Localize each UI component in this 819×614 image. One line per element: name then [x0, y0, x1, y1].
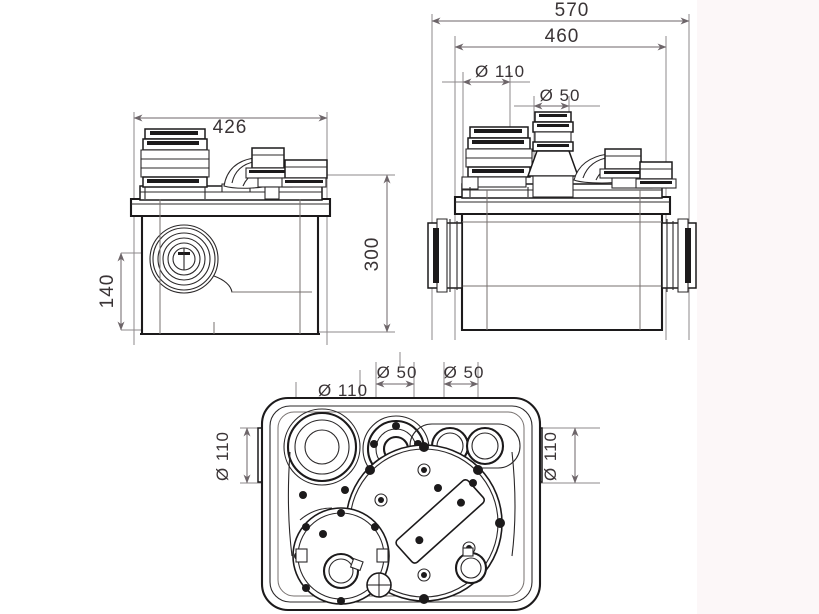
- dimension-426-label: 426: [213, 117, 248, 138]
- dimension-d110-plan-left-label: Ø 110: [213, 431, 232, 481]
- dimension-d50-plan-a: Ø 50: [375, 363, 418, 388]
- front-hidden-lines: [486, 190, 641, 330]
- front-vent-stack: [461, 126, 533, 197]
- dimension-140: 140: [97, 252, 125, 331]
- front-hose-assembly: [573, 148, 677, 189]
- front-inlet-left: [427, 218, 463, 293]
- dimension-d50-plan-b: Ø 50: [443, 363, 485, 388]
- dimension-570: 570: [431, 0, 690, 25]
- dimension-d110-front: Ø 110: [462, 62, 525, 86]
- front-inlet-right: [661, 218, 697, 293]
- dimension-d50-plan-a-label: Ø 50: [377, 363, 418, 382]
- plan-internals: [283, 408, 521, 605]
- dimension-570-label: 570: [555, 0, 590, 21]
- dimension-d50-plan-b-label: Ø 50: [444, 363, 485, 382]
- dimension-300: 300: [362, 174, 391, 333]
- front-outlet-tube: [526, 111, 580, 198]
- dimension-d110-plan-top-label: Ø 110: [318, 381, 368, 400]
- view-side-elevation: 426 140 300: [97, 112, 395, 345]
- dimension-426: 426: [133, 114, 328, 138]
- plan-secondary-flange: [292, 507, 390, 605]
- view-front-elevation: 570 460 Ø 110 Ø 50: [427, 0, 697, 340]
- dimension-d110-plan-right: Ø 110: [541, 427, 579, 484]
- plan-drain-fitting: [366, 572, 392, 598]
- side-vent-stack: [140, 128, 210, 199]
- side-top-assembly: [221, 147, 328, 200]
- dimension-140-label: 140: [97, 274, 118, 309]
- plan-bosses: [299, 479, 477, 499]
- dimension-d50-front: Ø 50: [533, 86, 581, 110]
- dimension-d110-plan-right-label: Ø 110: [541, 431, 560, 481]
- side-inlet-port: [149, 224, 312, 294]
- dimension-300-label: 300: [362, 237, 383, 272]
- side-body: [129, 185, 332, 336]
- dimension-460: 460: [454, 26, 667, 51]
- dimension-d110-plan-left: Ø 110: [213, 427, 251, 484]
- dimension-d50-front-label: Ø 50: [540, 86, 581, 105]
- dimension-d110-front-label: Ø 110: [475, 62, 525, 81]
- plan-inlet-110: [283, 408, 361, 486]
- view-plan: Ø 110 Ø 50 Ø 50 Ø 110 Ø 110: [213, 352, 600, 612]
- side-hidden-lines: [159, 199, 301, 334]
- dimension-460-label: 460: [545, 26, 580, 47]
